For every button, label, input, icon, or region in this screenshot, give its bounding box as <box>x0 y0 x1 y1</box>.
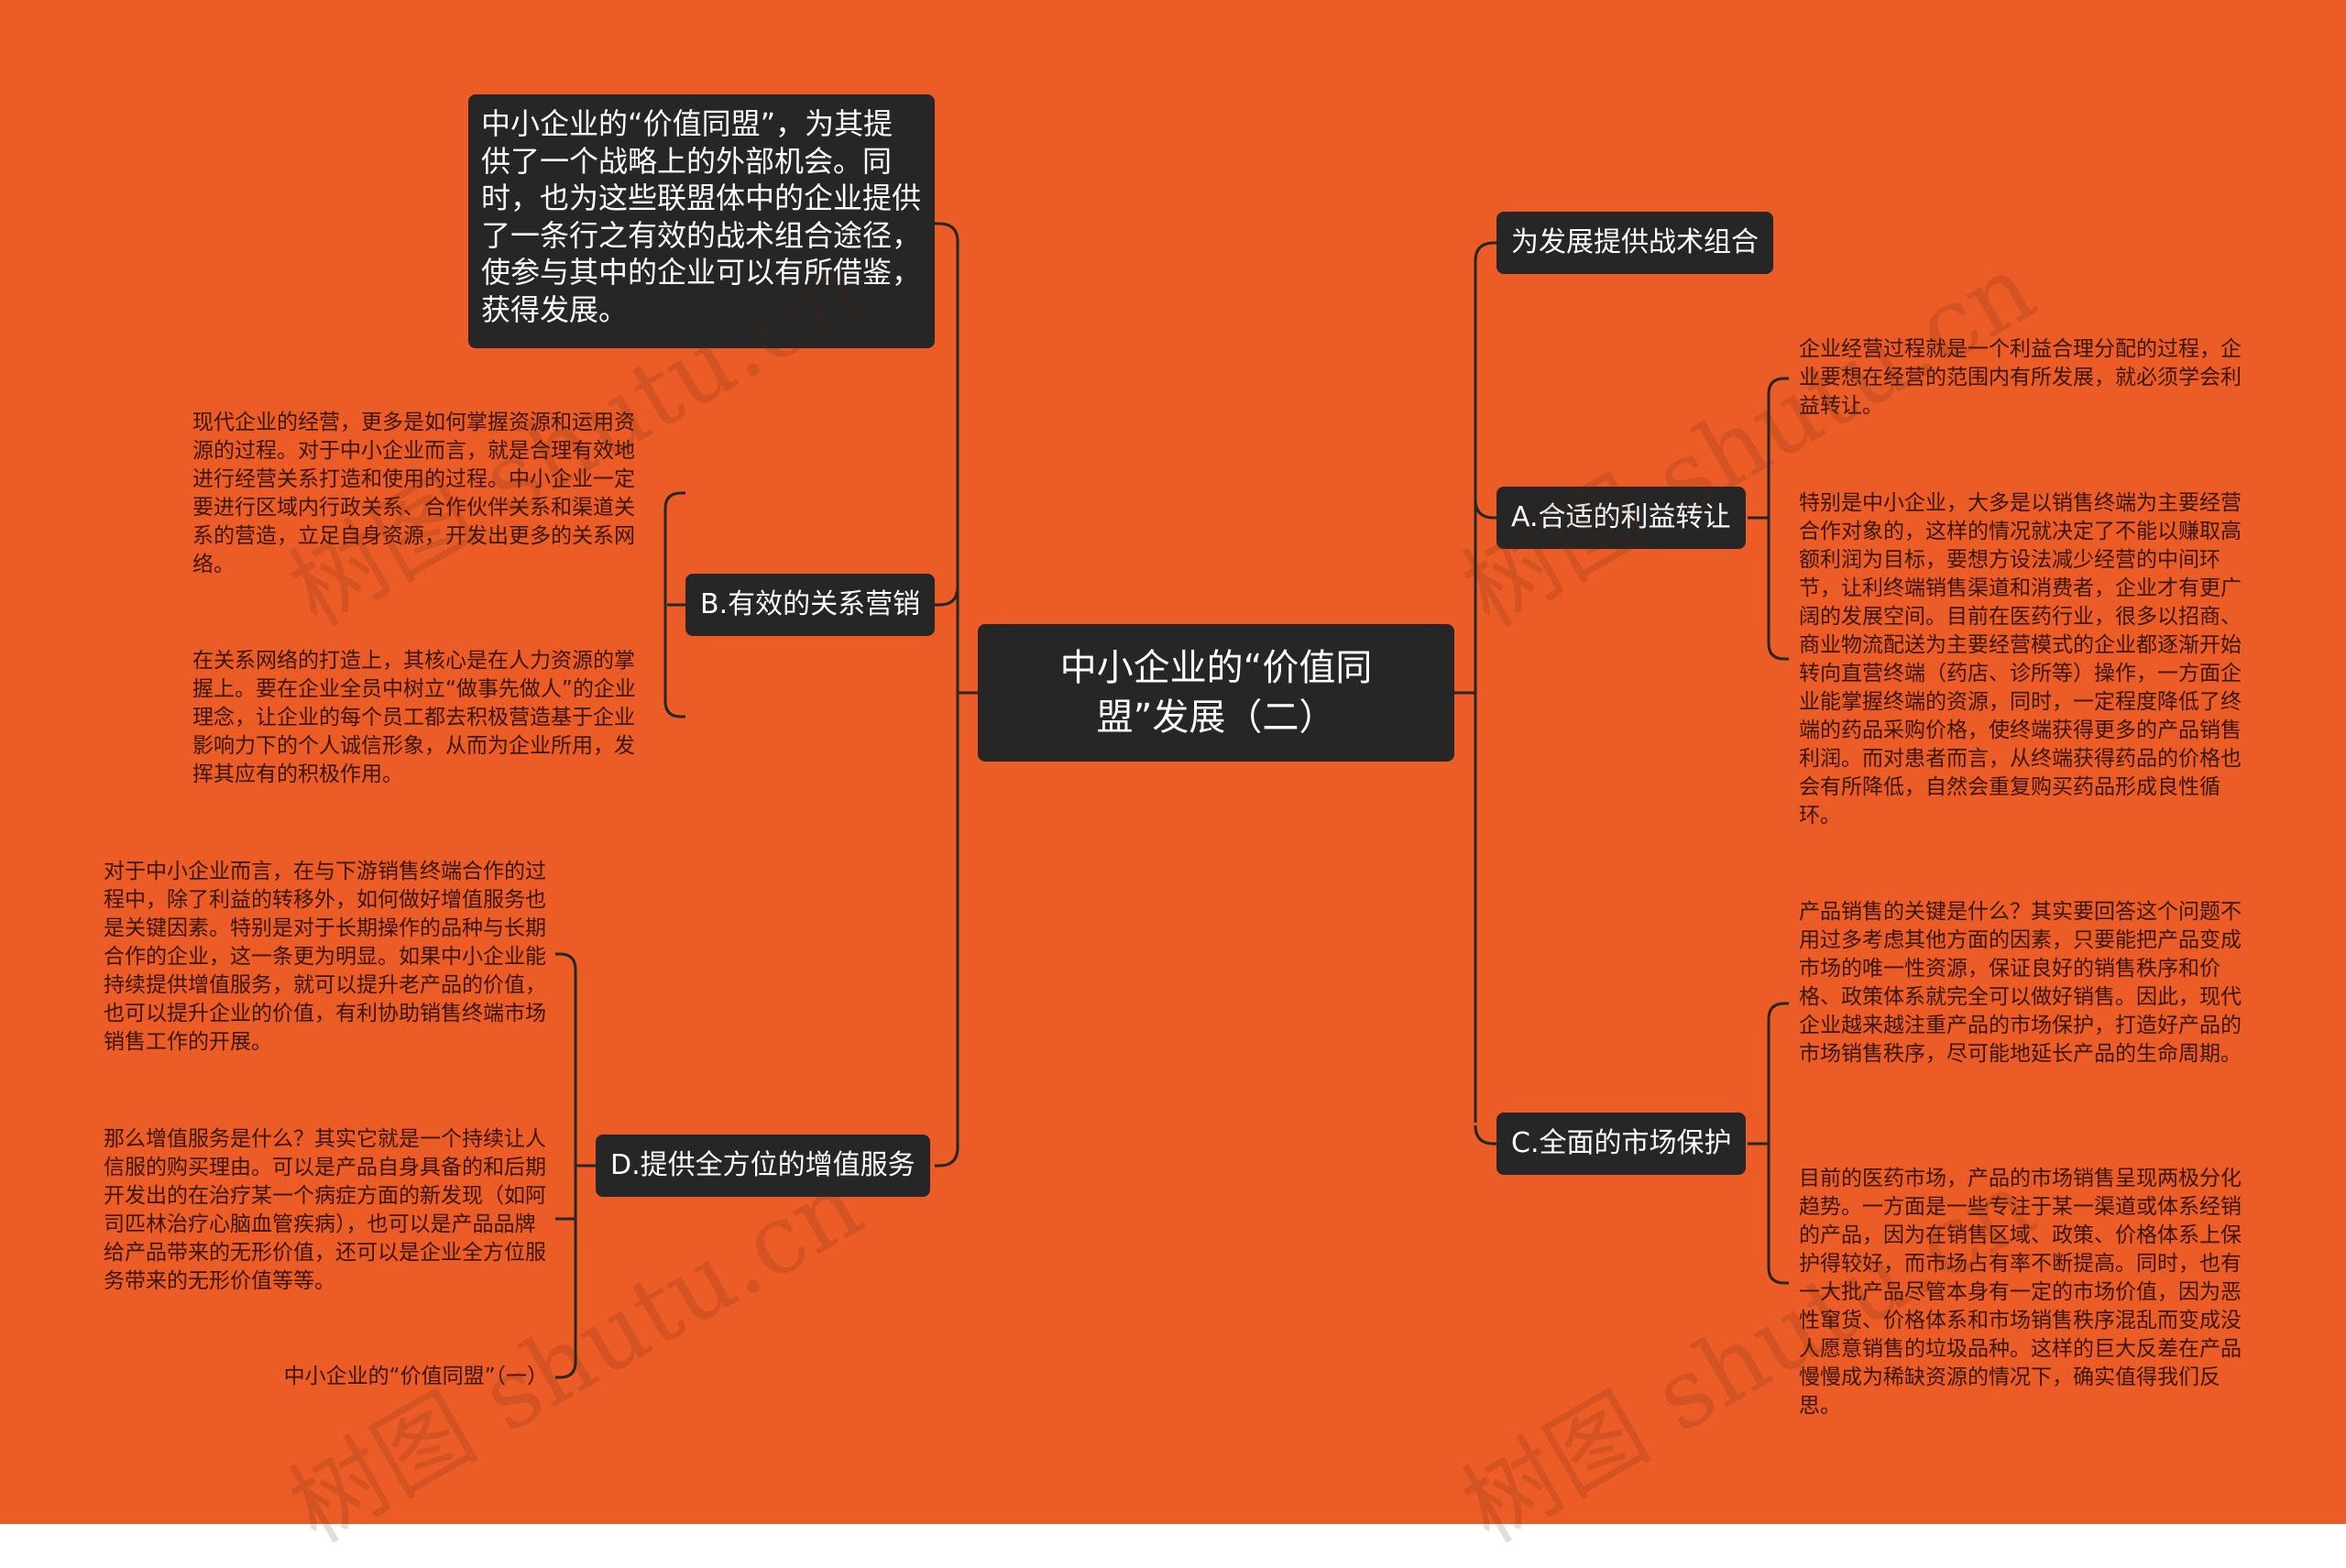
leaf-text: 企业经营过程就是一个利益合理分配的过程，企业要想在经营的范围内有所发展，就必须学… <box>1799 337 2242 418</box>
leaf-link-part-one[interactable]: 中小企业的“价值同盟”（一） <box>236 1363 548 1391</box>
left-topic-relationship-marketing[interactable]: B.有效的关系营销 <box>685 574 936 636</box>
leaf-text: 对于中小企业而言，在与下游销售终端合作的过程中，除了利益的转移外，如何做好增值服… <box>104 860 546 1054</box>
root-topic[interactable]: 中小企业的“价值同盟”发展（二） <box>978 624 1454 762</box>
connector-c-children <box>1748 1002 1789 1285</box>
leaf-text: 产品销售的关键是什么？其实要回答这个问题不用过多考虑其他方面的因素，只要能把产品… <box>1799 900 2242 1066</box>
leaf-relationship-network[interactable]: 现代企业的经营，更多是如何掌握资源和运用资源的过程。对于中小企业而言，就是合理有… <box>192 409 637 579</box>
topic-label: C.全面的市场保护 <box>1511 1127 1732 1159</box>
leaf-human-resources[interactable]: 在关系网络的打造上，其核心是在人力资源的掌握上。要在企业全员中树立“做事先做人”… <box>192 647 637 789</box>
leaf-text: 在关系网络的打造上，其核心是在人力资源的掌握上。要在企业全员中树立“做事先做人”… <box>192 649 636 786</box>
topic-label: A.合适的利益转让 <box>1511 501 1731 533</box>
leaf-text: 现代企业的经营，更多是如何掌握资源和运用资源的过程。对于中小企业而言，就是合理有… <box>192 411 635 576</box>
leaf-text: 特别是中小企业，大多是以销售终端为主要经营合作对象的，这样的情况就决定了不能以赚… <box>1799 491 2242 828</box>
leaf-sales-key[interactable]: 产品销售的关键是什么？其实要回答这个问题不用过多考虑其他方面的因素，只要能把产品… <box>1799 898 2243 1069</box>
connector-right-c <box>1474 1124 1496 1146</box>
leaf-terminal-sales[interactable]: 特别是中小企业，大多是以销售终端为主要经营合作对象的，这样的情况就决定了不能以赚… <box>1799 489 2243 830</box>
right-topic-tactical-combination[interactable]: 为发展提供战术组合 <box>1496 212 1773 274</box>
topic-label: D.提供全方位的增值服务 <box>610 1149 915 1181</box>
leaf-text: 中小企业的“价值同盟”（一） <box>283 1365 548 1388</box>
connector-left-d <box>935 1146 959 1168</box>
leaf-text: 目前的医药市场，产品的市场销售呈现两极分化趋势。一方面是一些专注于某一渠道或体系… <box>1799 1167 2242 1418</box>
connector-b-children <box>663 491 685 718</box>
left-topic-value-added-service[interactable]: D.提供全方位的增值服务 <box>596 1135 930 1197</box>
leaf-value-added-definition[interactable]: 那么增值服务是什么？其实它就是一个持续让人信服的购买理由。可以是产品自身具备的和… <box>104 1125 548 1296</box>
left-topic-strategy-summary[interactable]: 中小企业的“价值同盟”，为其提供了一个战略上的外部机会。同时，也为这些联盟体中的… <box>468 94 935 348</box>
topic-label: B.有效的关系营销 <box>700 588 921 620</box>
connector-right-tactics <box>1474 241 1496 262</box>
connector-left-b <box>935 586 959 607</box>
leaf-interest-distribution[interactable]: 企业经营过程就是一个利益合理分配的过程，企业要想在经营的范围内有所发展，就必须学… <box>1799 335 2243 421</box>
connector-lines <box>555 222 1789 1379</box>
leaf-pharma-market[interactable]: 目前的医药市场，产品的市场销售呈现两极分化趋势。一方面是一些专注于某一渠道或体系… <box>1799 1165 2243 1420</box>
leaf-text: 那么增值服务是什么？其实它就是一个持续让人信服的购买理由。可以是产品自身具备的和… <box>104 1127 546 1293</box>
connector-a-children <box>1748 377 1789 661</box>
connector-left-box <box>935 222 959 243</box>
topic-label: 中小企业的“价值同盟”，为其提供了一个战略上的外部机会。同时，也为这些联盟体中的… <box>481 106 922 327</box>
connector-d-children <box>555 952 596 1379</box>
connector-right-a <box>1474 499 1496 520</box>
connector-root-right <box>1454 261 1477 1123</box>
leaf-value-added-cooperation[interactable]: 对于中小企业而言，在与下游销售终端合作的过程中，除了利益的转移外，如何做好增值服… <box>104 858 548 1057</box>
right-topic-market-protection[interactable]: C.全面的市场保护 <box>1496 1113 1747 1175</box>
right-topic-interest-transfer[interactable]: A.合适的利益转让 <box>1496 487 1746 549</box>
root-topic-label: 中小企业的“价值同盟”发展（二） <box>1059 647 1373 739</box>
topic-label: 为发展提供战术组合 <box>1511 226 1759 258</box>
connector-root-left <box>956 238 978 1150</box>
